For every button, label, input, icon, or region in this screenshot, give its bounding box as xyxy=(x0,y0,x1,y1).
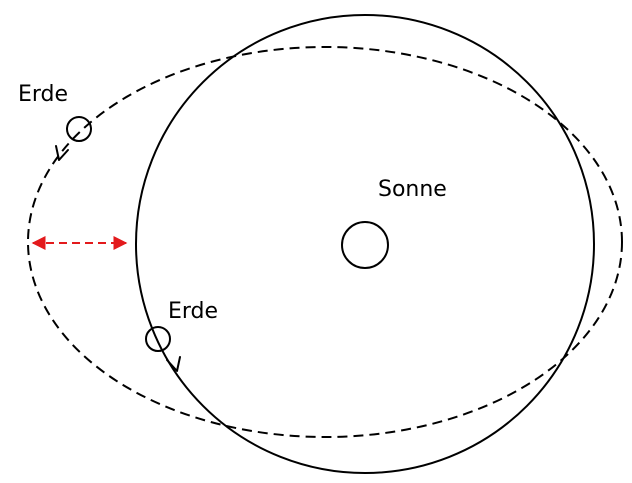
earth-outer-direction-arrow xyxy=(55,145,69,161)
earth-outer xyxy=(66,116,92,142)
sun-label: Sonne xyxy=(378,177,447,202)
sun xyxy=(341,221,389,269)
earth-inner-label: Erde xyxy=(168,299,218,324)
earth-outer-label: Erde xyxy=(18,82,68,107)
circular-orbit xyxy=(135,14,595,474)
earth-inner-direction-arrow xyxy=(166,356,181,372)
earth-inner xyxy=(145,326,171,352)
elliptical-orbit xyxy=(27,46,623,438)
